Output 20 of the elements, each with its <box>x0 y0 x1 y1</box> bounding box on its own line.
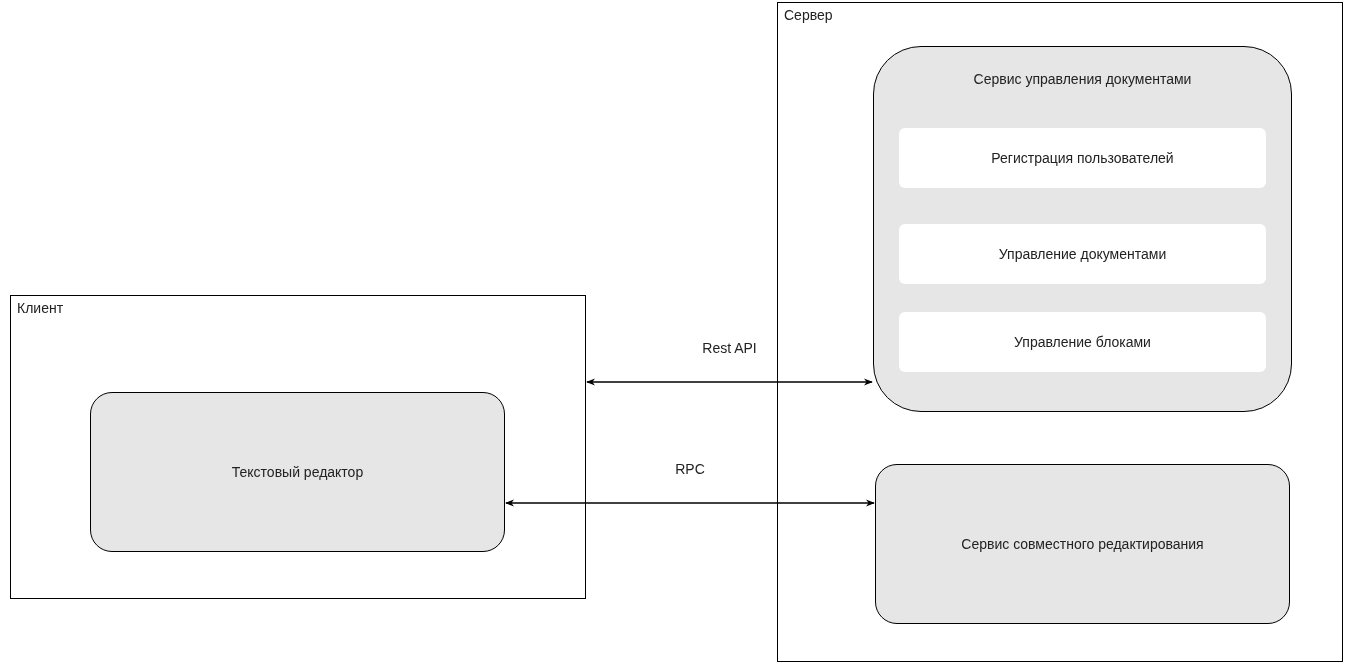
edge-label: RPC <box>675 461 705 477</box>
service-box <box>875 464 1290 624</box>
service-group-box <box>873 46 1292 412</box>
module-box <box>899 312 1266 372</box>
node-label: Сервис управления документами <box>973 71 1192 87</box>
node-label: Текстовый редактор <box>231 464 364 480</box>
node-label: Управление документами <box>998 246 1167 262</box>
node-label: Сервер <box>784 7 833 23</box>
node-label: Управление блоками <box>1014 334 1151 350</box>
node-label: Регистрация пользователей <box>991 150 1174 166</box>
container-box <box>10 295 586 599</box>
edge-label: Rest API <box>702 340 757 356</box>
double-arrow <box>586 378 873 386</box>
module-box <box>899 128 1266 188</box>
double-arrow <box>505 499 875 507</box>
service-box <box>90 392 505 552</box>
node-label: Клиент <box>17 300 64 316</box>
container-box <box>777 2 1343 662</box>
node-label: Сервис совместного редактирования <box>961 536 1204 552</box>
module-box <box>899 224 1266 284</box>
